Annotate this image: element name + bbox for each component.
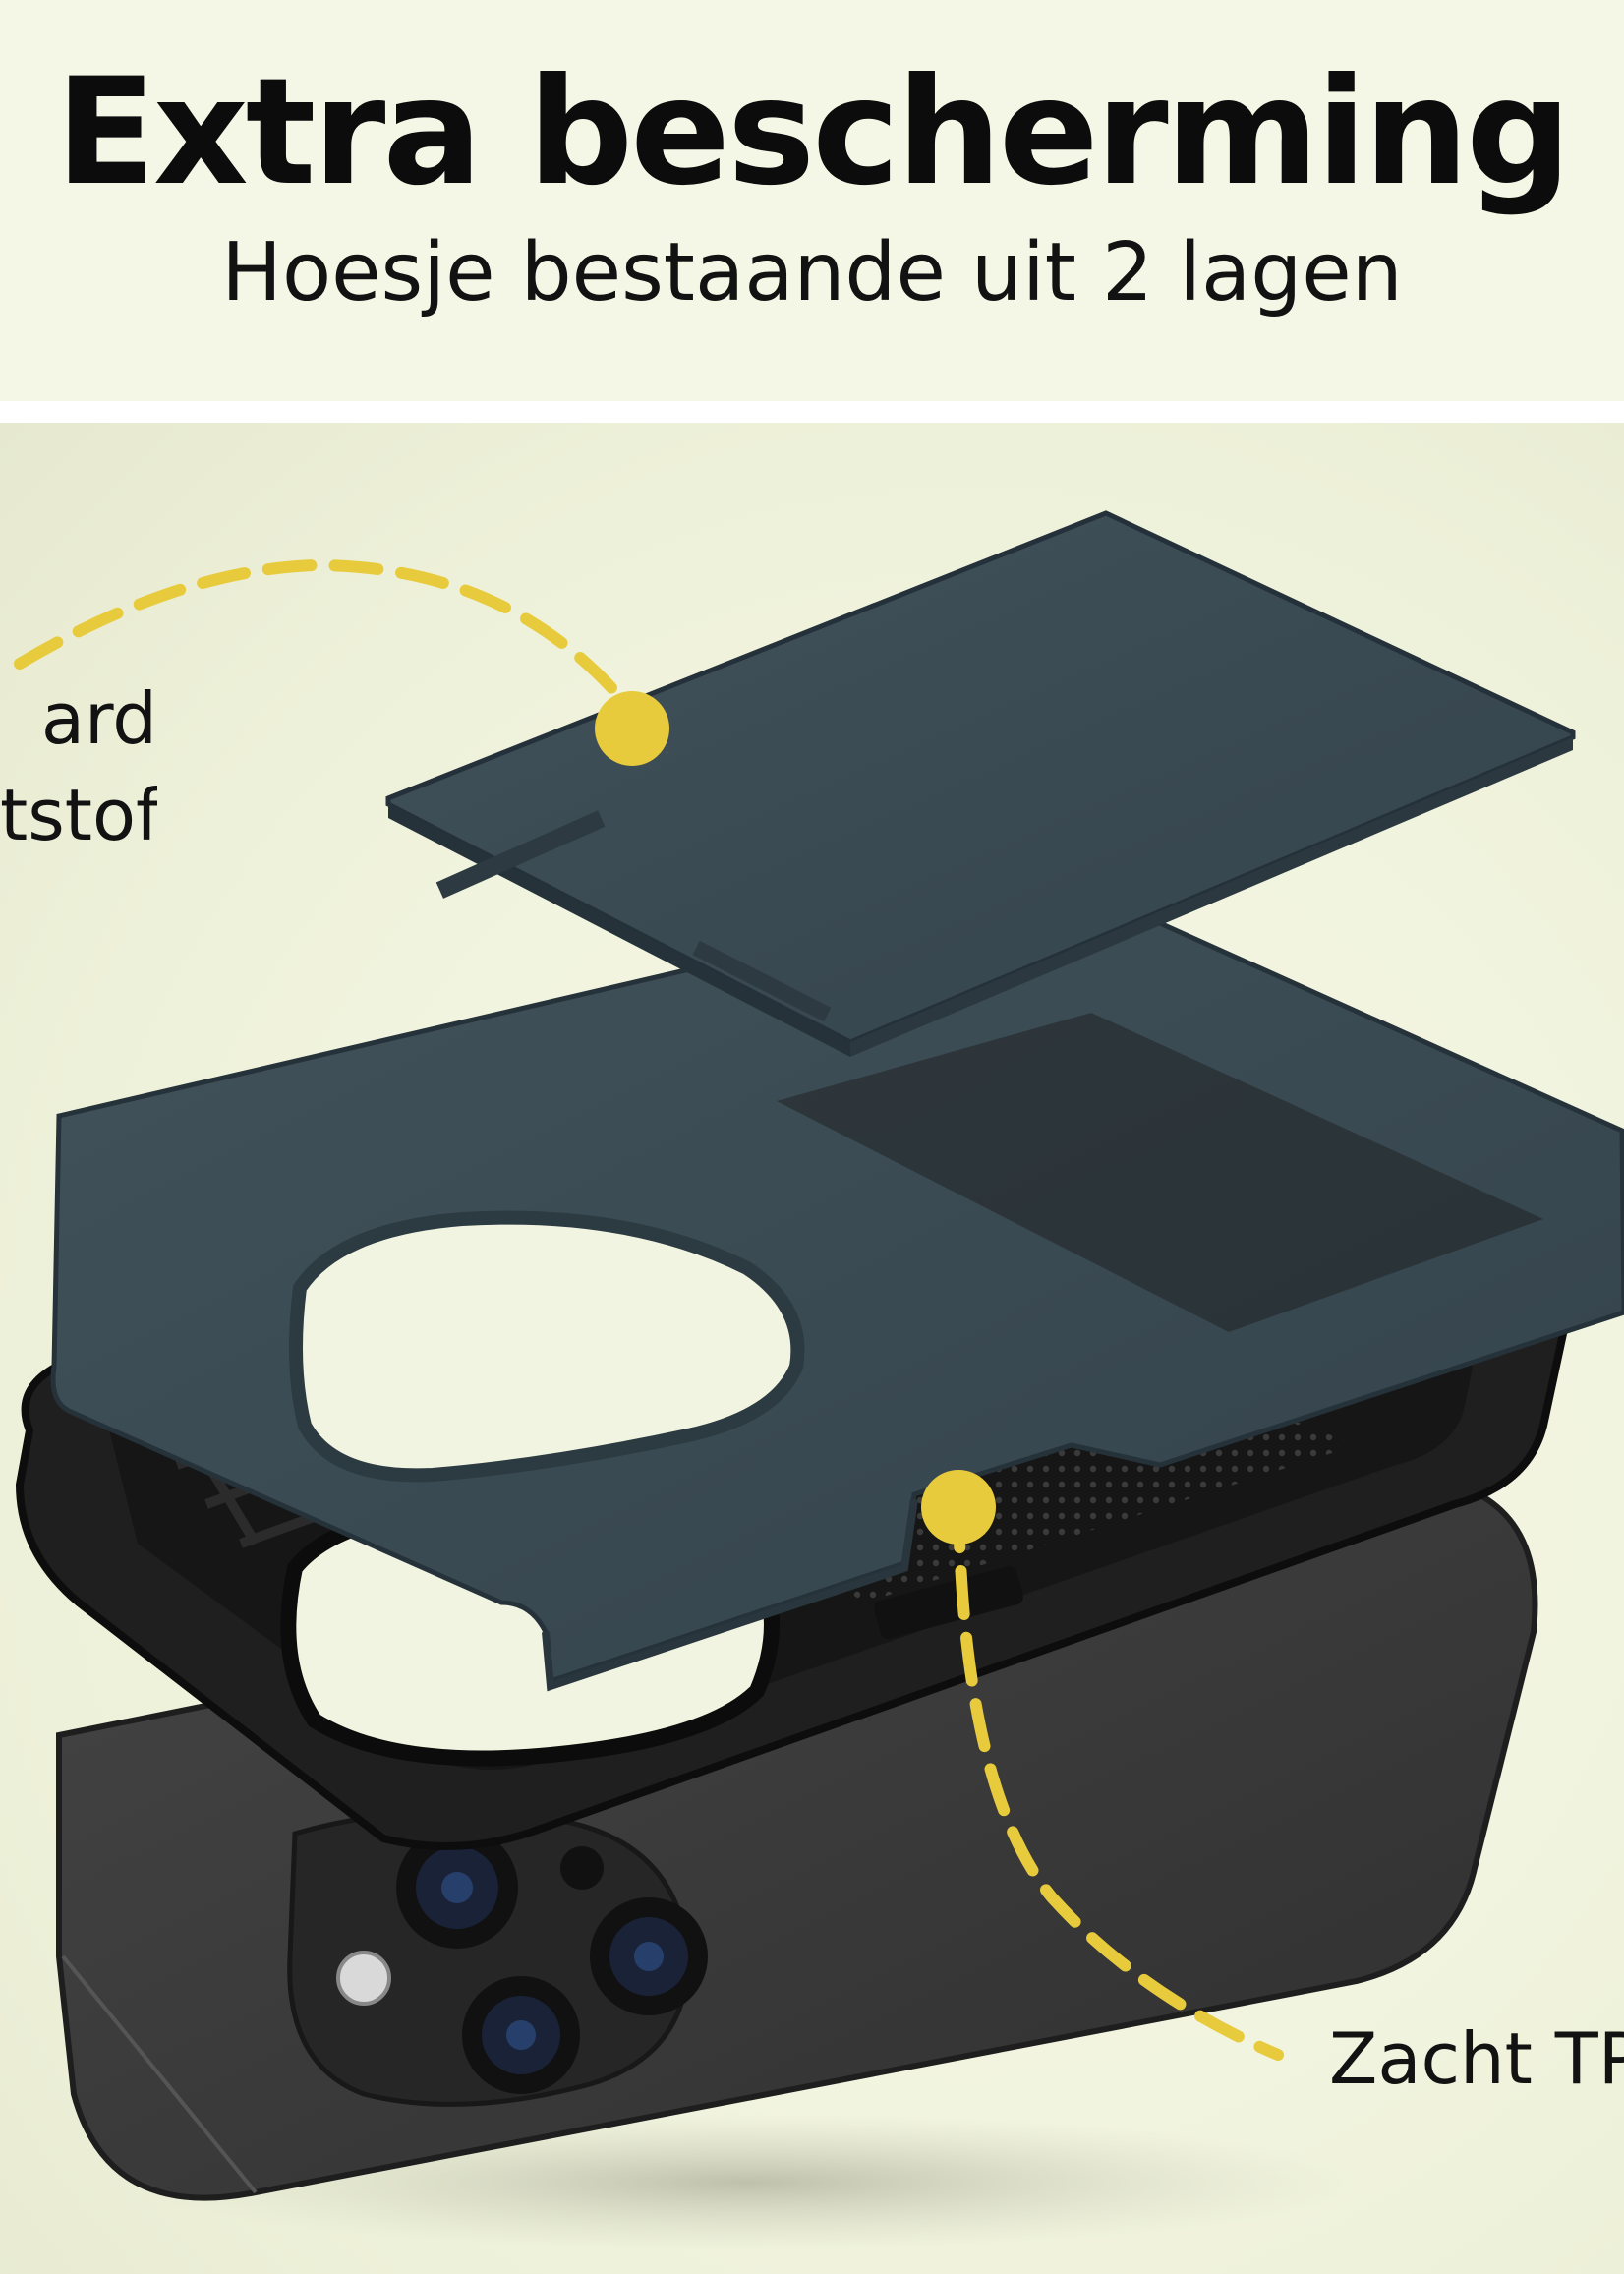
connector-line-soft-tpu xyxy=(953,1498,1284,2061)
callout-hard-shell-line1: ard xyxy=(40,677,157,760)
phone xyxy=(56,1473,1538,2201)
camera-module xyxy=(287,1809,708,2107)
hard-shell-camera-cutout xyxy=(289,1210,805,1483)
page-title: Extra bescherming xyxy=(55,47,1571,218)
yellow-dot-icon[interactable] xyxy=(921,1470,996,1545)
product-illustration: ard tstof Zacht TP xyxy=(0,423,1624,2274)
camera-lens-icon xyxy=(396,1827,518,1949)
callout-soft-tpu: Zacht TP xyxy=(1329,2017,1624,2100)
callout-hard-shell-line2: tstof xyxy=(0,774,157,856)
page-subtitle: Hoesje bestaande uit 2 lagen xyxy=(221,226,1403,320)
callout-hard-shell: ard tstof xyxy=(0,671,157,863)
card-slide-plate xyxy=(385,510,1576,1057)
microphone-icon xyxy=(560,1846,604,1890)
exploded-case-illustration xyxy=(14,510,1624,2251)
header-banner: Extra bescherming Hoesje bestaande uit 2… xyxy=(0,0,1624,401)
yellow-dot-icon[interactable] xyxy=(595,691,669,766)
hard-shell-frame xyxy=(50,883,1624,1692)
camera-lens-icon xyxy=(462,1976,580,2094)
flash-icon xyxy=(336,1951,391,2006)
charging-port xyxy=(874,1566,1023,1639)
header-divider xyxy=(0,401,1624,423)
connector-line-hard-shell xyxy=(14,558,635,714)
camera-lens-icon xyxy=(590,1897,708,2015)
